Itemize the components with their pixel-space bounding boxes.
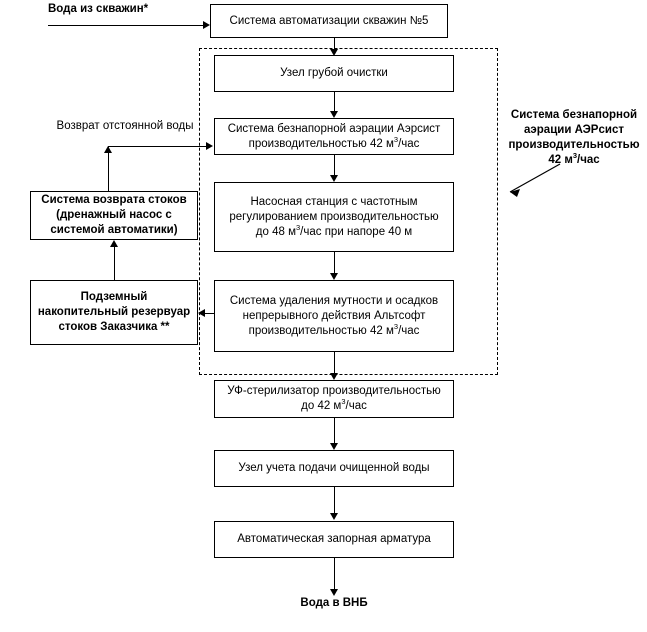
node-turbidity-removal[interactable]: Система удаления мутности и осадков непр… (214, 280, 454, 352)
node-shutoff-valves-line-1: Автоматическая запорная арматура (237, 533, 431, 545)
node-turbidity-removal-line-1: Система удаления мутности и осадков (229, 294, 439, 307)
node-underground-reservoir-line-1: Подземный (80, 291, 148, 303)
return-water-vline (108, 146, 109, 191)
connector-automation-to-coarse (334, 38, 335, 50)
node-underground-reservoir-line-2: накопительный резервуар (37, 306, 191, 318)
node-coarse-cleaning[interactable]: Узел грубой очистки (214, 55, 454, 92)
group-annotation-line-4: 42 м3/час (548, 151, 600, 166)
node-aeration-line-1: Система безнапорной аэрации Аэрсист (227, 122, 441, 135)
connector-metering-to-shutoff (334, 487, 335, 513)
output-label: Вода в ВНБ (300, 597, 368, 609)
node-water-metering[interactable]: Узел учета подачи очищенной воды (214, 450, 454, 487)
arrowhead-aeration (330, 111, 338, 118)
arrowhead-turbidity (330, 273, 338, 280)
group-annotation-line-2: аэрации АЭРсист (524, 124, 624, 136)
arrowhead-reservoir (198, 309, 205, 317)
node-pump-station[interactable]: Насосная станция с частотным регулирован… (214, 182, 454, 252)
connector-uv-to-metering (334, 418, 335, 443)
connector-pump-to-turbidity (334, 252, 335, 273)
connector-reservoir-to-drain (114, 247, 115, 280)
return-water-hline (108, 146, 206, 147)
node-drain-return-line-3: системой автоматики) (50, 224, 178, 236)
return-water-arrowhead-up (104, 146, 112, 153)
node-drain-return-line-2: (дренажный насос с (56, 209, 172, 221)
node-pump-station-line-1: Насосная станция с частотным (250, 195, 418, 208)
group-annotation-label: Система безнапорной аэрации АЭРсист прои… (505, 108, 643, 168)
connector-coarse-to-aeration (334, 92, 335, 111)
node-automation-line-1: Система автоматизации скважин №5 (229, 14, 429, 27)
arrowhead-pump (330, 175, 338, 182)
node-pump-station-line-2: регулированием производительностью (229, 210, 439, 223)
group-annotation-line-1: Система безнапорной (510, 109, 638, 121)
input-arrow-head (203, 21, 210, 29)
node-water-metering-line-1: Узел учета подачи очищенной воды (238, 462, 430, 474)
node-underground-reservoir-line-3: стоков Заказчика ** (58, 321, 170, 333)
arrowhead-drain-return (110, 240, 118, 247)
node-aeration[interactable]: Система безнапорной аэрации Аэрсист прои… (214, 118, 454, 155)
input-label: Вода из скважин* (48, 3, 149, 15)
node-turbidity-removal-line-2: непрерывного действия Альтсофт (242, 309, 426, 322)
node-uv-sterilizer-line-1: УФ-стерилизатор производительностью (227, 385, 441, 397)
node-underground-reservoir[interactable]: Подземный накопительный резервуар стоков… (30, 280, 198, 345)
group-annotation-arrow (509, 163, 561, 197)
input-arrow-line (48, 25, 203, 26)
node-aeration-line-2: производительностью 42 м3/час (248, 134, 420, 150)
return-water-arrowhead-right (206, 142, 213, 150)
node-turbidity-removal-line-3: производительностью 42 м3/час (248, 321, 420, 337)
arrowhead-shutoff (330, 513, 338, 520)
node-pump-station-line-3: до 48 м3/час при напоре 40 м (255, 222, 413, 238)
arrowhead-coarse (330, 49, 338, 56)
arrowhead-output (330, 589, 338, 596)
return-water-label: Возврат отстоянной воды (56, 120, 194, 132)
arrowhead-uv (330, 373, 338, 380)
connector-turbidity-to-uv (334, 352, 335, 373)
node-uv-sterilizer-line-2: до 42 м3/час (301, 397, 367, 412)
node-drain-return-line-1: Система возврата стоков (41, 194, 187, 206)
node-drain-return-system[interactable]: Система возврата стоков (дренажный насос… (30, 191, 198, 240)
node-coarse-cleaning-line-1: Узел грубой очистки (280, 67, 388, 79)
connector-shutoff-to-output (334, 558, 335, 589)
connector-aeration-to-pump (334, 155, 335, 175)
node-shutoff-valves[interactable]: Автоматическая запорная арматура (214, 521, 454, 558)
arrowhead-metering (330, 443, 338, 450)
node-automation[interactable]: Система автоматизации скважин №5 (210, 4, 448, 38)
aeration-group-region (199, 48, 498, 375)
node-uv-sterilizer[interactable]: УФ-стерилизатор производительностью до 4… (214, 380, 454, 418)
group-annotation-line-3: производительностью (508, 139, 640, 151)
